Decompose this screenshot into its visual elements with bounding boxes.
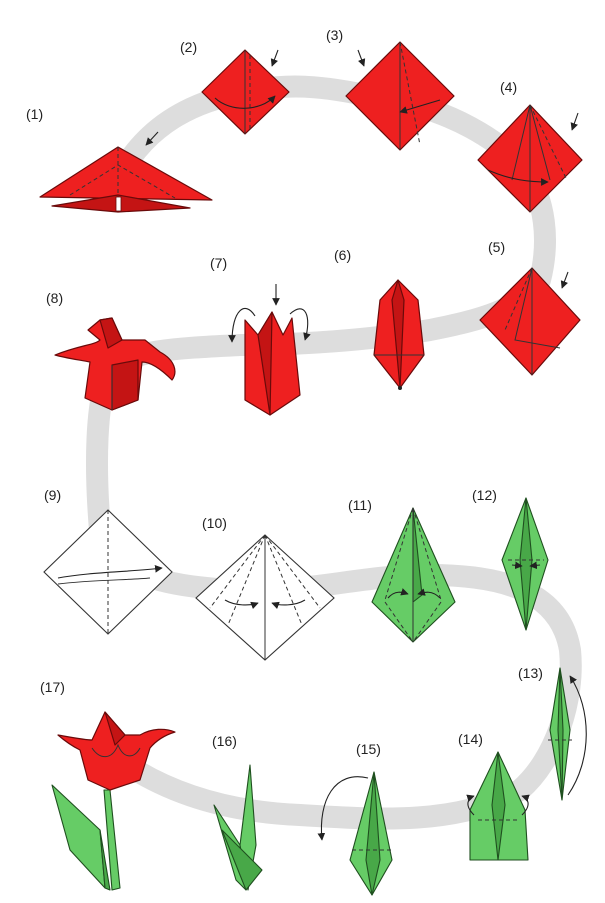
step-14-figure bbox=[466, 751, 530, 861]
step-11-label: (11) bbox=[348, 497, 372, 513]
step-7-figure bbox=[228, 284, 311, 416]
step-4-label: (4) bbox=[500, 79, 517, 95]
step-8-label: (8) bbox=[46, 290, 63, 306]
step-13-label: (13) bbox=[518, 665, 543, 681]
step-11-figure bbox=[371, 507, 456, 643]
step-15-label: (15) bbox=[356, 741, 381, 757]
step-5-figure bbox=[479, 267, 581, 376]
step-1-label: (1) bbox=[26, 106, 43, 122]
step-10-figure bbox=[195, 534, 335, 661]
connecting-path bbox=[86, 75, 582, 830]
step-14-label: (14) bbox=[458, 731, 483, 747]
step-7-label: (7) bbox=[210, 255, 227, 271]
step-12-label: (12) bbox=[472, 487, 497, 503]
step-3-label: (3) bbox=[326, 27, 343, 43]
step-9-label: (9) bbox=[44, 487, 61, 503]
step-15-figure bbox=[317, 771, 394, 896]
step-17-figure bbox=[51, 711, 176, 891]
step-5-label: (5) bbox=[488, 239, 505, 255]
step-8-figure bbox=[54, 317, 176, 411]
step-6-figure bbox=[373, 279, 425, 390]
step-12-figure bbox=[501, 497, 549, 631]
step-9-figure bbox=[43, 509, 173, 635]
step-16-label: (16) bbox=[212, 733, 237, 749]
step-16-figure bbox=[213, 764, 263, 891]
step-13-figure bbox=[548, 667, 587, 801]
step-1-figure bbox=[39, 131, 213, 213]
step-17-label: (17) bbox=[40, 679, 65, 695]
step-3-figure bbox=[345, 41, 455, 151]
step-10-label: (10) bbox=[202, 515, 227, 531]
step-2-figure bbox=[201, 49, 290, 135]
step-4-figure bbox=[477, 104, 583, 213]
step-6-label: (6) bbox=[334, 247, 351, 263]
step-2-label: (2) bbox=[180, 39, 197, 55]
